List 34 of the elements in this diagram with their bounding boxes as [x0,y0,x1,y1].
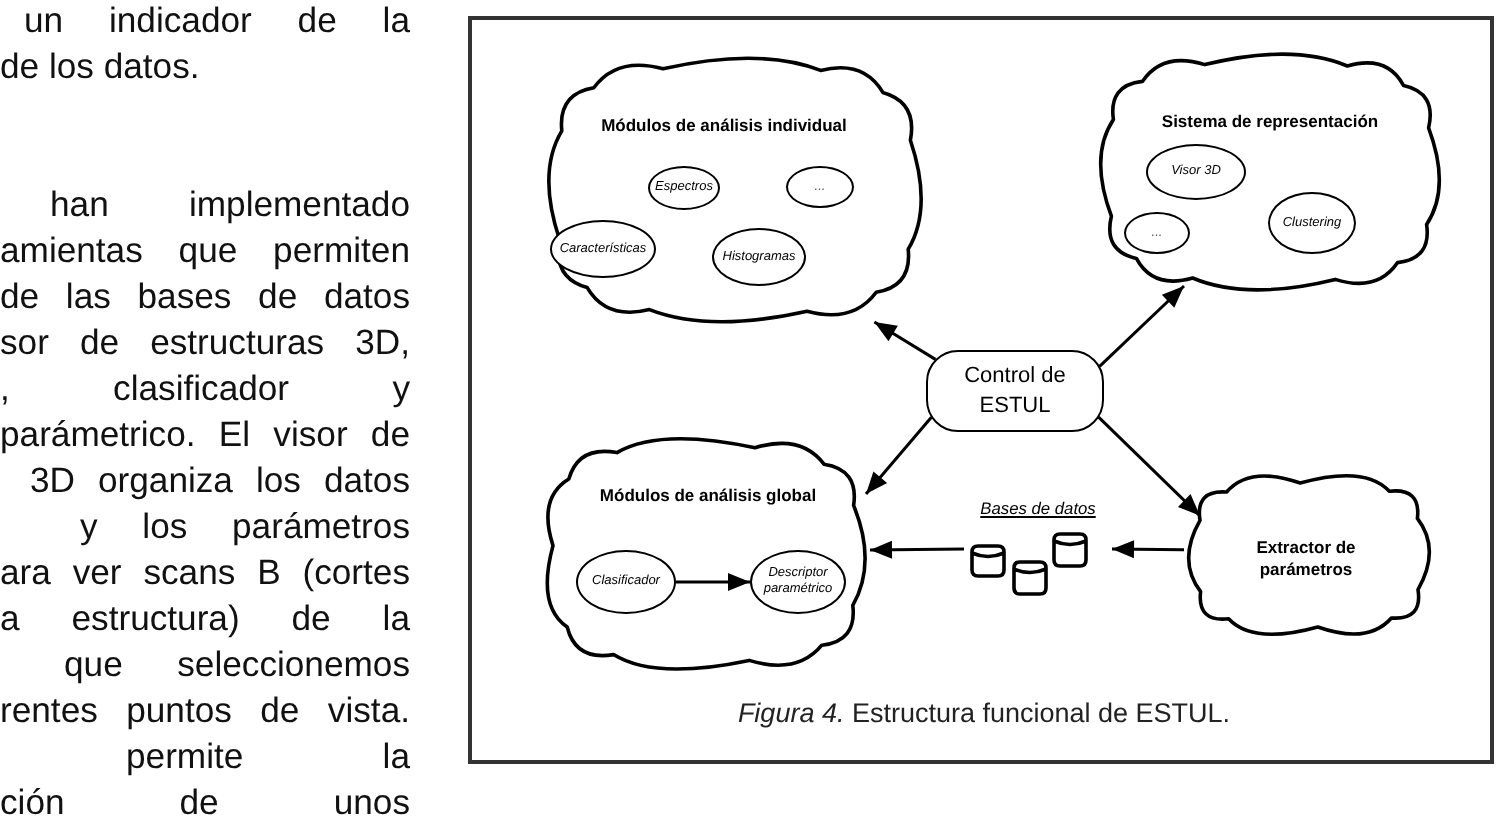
cloud-title: Sistema de representación [1161,111,1379,133]
body-text: ción de unos [0,779,410,825]
cloud-title: Extractor de parámetros [1254,536,1358,580]
body-text: han implementado [50,181,410,227]
cloud-title: Módulos de análisis individual [601,115,847,137]
body-text: amientas que permiten [0,227,410,273]
cloud-shape [540,434,870,674]
arrow [1112,540,1184,559]
cloud-title: Módulos de análisis global [599,485,817,507]
body-text: sor de estructuras 3D, [0,319,410,365]
arrow [870,540,964,559]
body-text: ara ver scans B (cortes [0,549,410,595]
body-text: de los datos. [0,43,200,89]
arrow [873,320,937,361]
arrow [676,573,750,591]
arrow [864,416,933,495]
cloud-shape [1184,470,1434,640]
body-text: permite la [126,733,410,779]
figure-caption: Figura 4. Estructura funcional de ESTUL. [737,698,1231,731]
body-text: un indicador de la [24,0,410,43]
body-text: rentes puntos de vista. [0,687,410,733]
rounded-box: Control de ESTUL [926,350,1104,432]
cloud-shape [544,54,926,326]
arrow [1097,416,1202,517]
body-text: a estructura) de la [0,595,410,641]
database-label: Bases de datos [980,498,1096,519]
arrow [1098,284,1186,368]
body-text: , clasificador y [0,365,410,411]
body-text: que seleccionemos [64,641,410,687]
cloud-shape [1096,50,1444,294]
body-text: 3D organiza los datos [30,457,410,503]
body-text: de las bases de datos [0,273,410,319]
body-text: y los parámetros [80,503,410,549]
body-text: parámetrico. El visor de [0,411,410,457]
